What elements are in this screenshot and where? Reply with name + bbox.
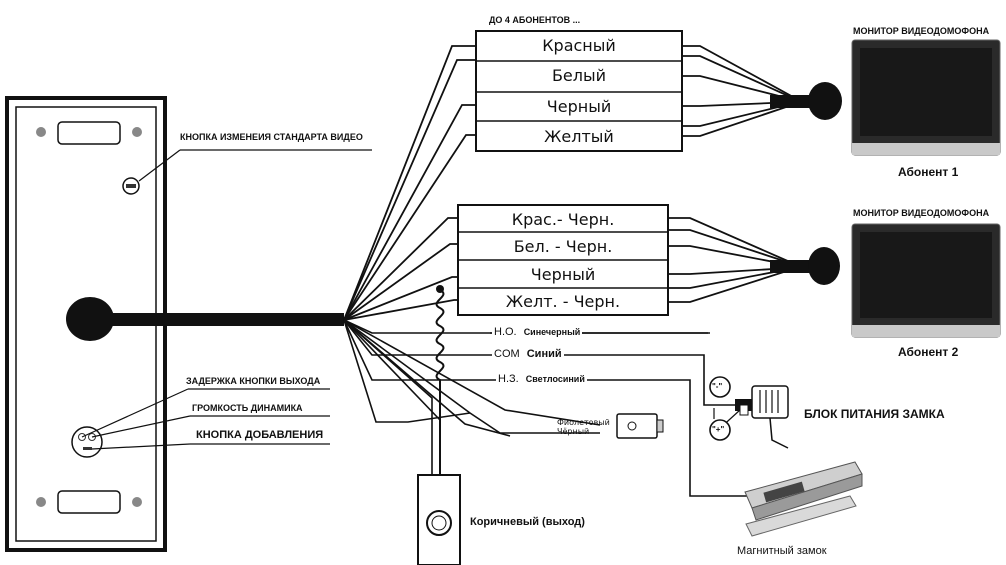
panel-leaders	[81, 149, 372, 450]
adjustment-knobs-icon	[71, 426, 103, 458]
name-plate-top	[57, 121, 121, 145]
plug-icon	[808, 82, 842, 120]
main-cable	[66, 297, 344, 341]
group2-wire-3: Черный	[530, 265, 596, 284]
exit-delay-label: ЗАДЕРЖКА КНОПКИ ВЫХОДА	[186, 376, 321, 386]
coiled-wire	[435, 289, 445, 475]
video-standard-label: КНОПКА ИЗМЕНЕИЯ СТАНДАРТА ВИДЕО	[180, 132, 363, 142]
group1-box	[475, 30, 683, 152]
electric-lock-icon	[616, 413, 664, 439]
minus-terminal-icon	[709, 376, 731, 398]
group2-box	[457, 204, 669, 316]
monitor-2-title: МОНИТОР ВИДЕОДОМОФОНА	[853, 208, 990, 218]
group2-wire-1: Крас.- Черн.	[511, 210, 615, 229]
group1-wire-2: Белый	[551, 66, 607, 85]
subscriber-1: Абонент 1	[898, 165, 959, 179]
electric-lock-wire-1: Фиолетовый	[557, 418, 610, 427]
nc-color: Светлосиний	[525, 374, 585, 384]
magnetic-lock-label: Магнитный замок	[737, 545, 827, 557]
plus-terminal-icon	[709, 419, 731, 441]
nc-label: Н.З. Светлосиний	[496, 373, 587, 385]
group2-wire-2: Бел. - Черн.	[513, 237, 613, 256]
com-label: COM Синий	[492, 348, 564, 360]
no-label: Н.О. Синечерный	[492, 326, 583, 338]
exit-button-icon	[417, 474, 461, 565]
exit-button-label: Коричневый (выход)	[470, 516, 585, 528]
group2-wire-4: Желт. - Черн.	[505, 292, 621, 311]
screw-icon	[132, 497, 142, 507]
plug-icon	[808, 247, 840, 285]
name-plate-bottom	[57, 490, 121, 514]
subscriber-2: Абонент 2	[898, 345, 959, 359]
monitor-1-icon	[851, 39, 1001, 156]
plus-terminal-label: "+"	[712, 425, 725, 434]
group1-fan-wires	[343, 45, 476, 321]
group1-wire-1: Красный	[542, 36, 616, 55]
power-supply-icon	[735, 385, 789, 449]
power-supply-label: БЛОК ПИТАНИЯ ЗАМКА	[804, 407, 945, 421]
group2-fan-wires	[343, 217, 458, 321]
no-color: Синечерный	[523, 327, 581, 337]
screw-icon	[132, 127, 142, 137]
group1-wire-4: Желтый	[544, 127, 614, 146]
electric-lock-wire-2: Чёрный	[557, 427, 590, 436]
screw-icon	[36, 127, 46, 137]
top-label: ДО 4 АБОНЕНТОВ ...	[489, 15, 581, 25]
monitor-1-title: МОНИТОР ВИДЕОДОМОФОНА	[853, 26, 990, 36]
add-button-label: КНОПКА ДОБАВЛЕНИЯ	[196, 429, 324, 441]
com-color: Синий	[526, 348, 562, 360]
minus-terminal-label: "-"	[712, 382, 723, 391]
group1-wire-3: Черный	[546, 97, 612, 116]
speaker-volume-label: ГРОМКОСТЬ ДИНАМИКА	[192, 403, 303, 413]
magnetic-lock-icon	[744, 461, 863, 537]
screw-icon	[36, 497, 46, 507]
monitor-2-icon	[851, 223, 1001, 338]
